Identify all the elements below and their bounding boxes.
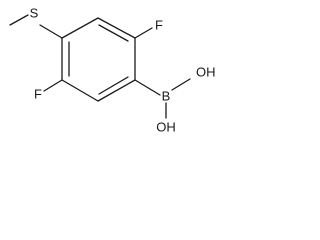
ring-double-bond-top-right (98, 24, 129, 42)
hydroxyl-lower-label: OH (156, 119, 176, 134)
bond-ring-to-fluorine-bottom (43, 79, 63, 92)
atom-labels: S F F B OH OH (30, 5, 216, 134)
ring-bond-bottom-left (61, 79, 99, 102)
hydroxyl-upper-label: OH (196, 64, 216, 79)
sulfur-atom-label: S (30, 5, 39, 20)
ring-double-bond-bottom-right (98, 76, 129, 95)
ring-bond-top-right (97, 17, 136, 39)
boron-atom-label: B (162, 88, 171, 103)
substituent-bonds (9, 14, 191, 119)
ring-bond-top-left (61, 17, 99, 39)
molecule-structure-diagram: S F F B OH OH (9, 5, 216, 134)
bond-ring-to-sulfur (39, 24, 63, 39)
bond-ring-to-boron (134, 79, 161, 96)
benzene-ring (61, 17, 136, 102)
fluorine-bottom-atom-label: F (34, 86, 42, 101)
ring-bond-bottom-right (97, 79, 136, 102)
bond-ring-to-fluorine-top (134, 27, 153, 39)
bond-sulfur-to-methyl (9, 14, 29, 26)
bond-boron-to-oh-upper (171, 78, 191, 91)
fluorine-top-atom-label: F (155, 17, 163, 32)
